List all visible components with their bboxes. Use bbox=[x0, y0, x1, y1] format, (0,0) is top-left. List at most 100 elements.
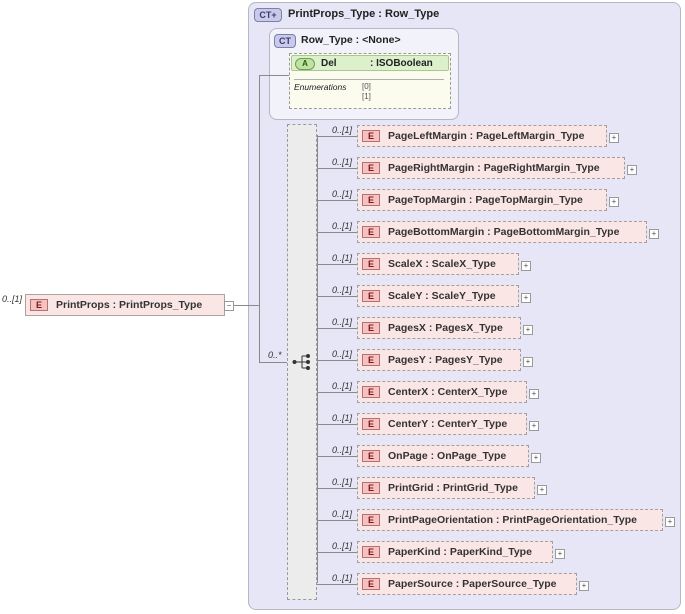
expand-icon[interactable]: + bbox=[521, 293, 531, 303]
expand-icon[interactable]: + bbox=[609, 133, 619, 143]
outer-type-title: PrintProps_Type : Row_Type bbox=[288, 8, 440, 20]
enum-value-0: [0] bbox=[362, 82, 371, 91]
element-label: PrintPageOrientation : PrintPageOrientat… bbox=[388, 514, 637, 526]
element-cardinality: 0..[1] bbox=[332, 477, 353, 487]
connector bbox=[317, 520, 357, 521]
collapse-icon[interactable]: − bbox=[224, 301, 234, 311]
element-cardinality: 0..[1] bbox=[332, 413, 353, 423]
element-badge: E bbox=[362, 354, 380, 366]
element-label: ScaleX : ScaleX_Type bbox=[388, 258, 496, 270]
expand-icon[interactable]: + bbox=[665, 517, 675, 527]
connector bbox=[259, 75, 289, 76]
expand-icon[interactable]: + bbox=[555, 549, 565, 559]
element-cardinality: 0..[1] bbox=[332, 573, 353, 583]
element-badge: E bbox=[362, 194, 380, 206]
element-label: CenterX : CenterX_Type bbox=[388, 386, 508, 398]
element-paper-source[interactable]: E PaperSource : PaperSource_Type bbox=[357, 573, 577, 595]
element-label: PageLeftMargin : PageLeftMargin_Type bbox=[388, 130, 585, 142]
element-name: PrintPageOrientation bbox=[388, 514, 494, 526]
element-center-x[interactable]: E CenterX : CenterX_Type bbox=[357, 381, 527, 403]
element-badge: E bbox=[362, 546, 380, 558]
expand-icon[interactable]: + bbox=[523, 325, 533, 335]
element-name: PageLeftMargin bbox=[388, 130, 467, 142]
expand-icon[interactable]: + bbox=[531, 453, 541, 463]
expand-icon[interactable]: + bbox=[537, 485, 547, 495]
expand-icon[interactable]: + bbox=[579, 581, 589, 591]
element-name: PrintGrid bbox=[388, 482, 434, 494]
element-name: PagesX bbox=[388, 322, 426, 334]
connector bbox=[317, 360, 357, 361]
element-type: PaperKind_Type bbox=[449, 546, 532, 558]
connector bbox=[317, 168, 357, 169]
connector bbox=[317, 264, 357, 265]
root-element-printprops[interactable]: E PrintProps : PrintProps_Type bbox=[25, 294, 225, 316]
element-type: PaperSource_Type bbox=[462, 578, 557, 590]
expand-icon[interactable]: + bbox=[529, 421, 539, 431]
element-badge: E bbox=[362, 258, 380, 270]
element-badge: E bbox=[30, 299, 48, 311]
expand-icon[interactable]: + bbox=[529, 389, 539, 399]
element-label: PaperKind : PaperKind_Type bbox=[388, 546, 532, 558]
element-scale-x[interactable]: E ScaleX : ScaleX_Type bbox=[357, 253, 519, 275]
element-label: PaperSource : PaperSource_Type bbox=[388, 578, 557, 590]
element-badge: E bbox=[362, 578, 380, 590]
connector bbox=[234, 305, 259, 306]
element-cardinality: 0..[1] bbox=[332, 349, 353, 359]
element-name: PaperKind bbox=[388, 546, 441, 558]
element-name: PageTopMargin bbox=[388, 194, 466, 206]
inner-type-title: Row_Type : <None> bbox=[301, 34, 401, 46]
element-name: PaperSource bbox=[388, 578, 453, 590]
connector bbox=[317, 296, 357, 297]
element-cardinality: 0..[1] bbox=[332, 445, 353, 455]
element-name: PageBottomMargin bbox=[388, 226, 485, 238]
element-name: PageRightMargin bbox=[388, 162, 475, 174]
attribute-type: : ISOBoolean bbox=[370, 58, 433, 69]
expand-icon[interactable]: + bbox=[649, 229, 659, 239]
element-cardinality: 0..[1] bbox=[332, 189, 353, 199]
element-label: PagesY : PagesY_Type bbox=[388, 354, 503, 366]
element-name: OnPage bbox=[388, 450, 428, 462]
element-type: OnPage_Type bbox=[437, 450, 507, 462]
element-label: PageRightMargin : PageRightMargin_Type bbox=[388, 162, 600, 174]
element-type: PageTopMargin_Type bbox=[475, 194, 583, 206]
connector bbox=[317, 328, 357, 329]
element-badge: E bbox=[362, 514, 380, 526]
connector bbox=[259, 75, 260, 362]
attribute-del[interactable]: A Del : ISOBoolean bbox=[291, 55, 449, 71]
element-print-page-orientation[interactable]: E PrintPageOrientation : PrintPageOrienta… bbox=[357, 509, 663, 531]
element-type: PageBottomMargin_Type bbox=[493, 226, 620, 238]
element-name: ScaleX bbox=[388, 258, 423, 270]
attribute-badge: A bbox=[295, 58, 315, 70]
element-name: PagesY bbox=[388, 354, 426, 366]
element-label: PagesX : PagesX_Type bbox=[388, 322, 503, 334]
sequence-icon bbox=[292, 353, 312, 371]
expand-icon[interactable]: + bbox=[523, 357, 533, 367]
expand-icon[interactable]: + bbox=[521, 261, 531, 271]
connector bbox=[317, 135, 318, 583]
inner-type-name: Row_Type bbox=[301, 34, 353, 46]
inner-type-base: <None> bbox=[362, 34, 401, 46]
element-type: PrintGrid_Type bbox=[442, 482, 518, 494]
element-badge: E bbox=[362, 386, 380, 398]
connector bbox=[317, 136, 357, 137]
expand-icon[interactable]: + bbox=[627, 165, 637, 175]
expand-icon[interactable]: + bbox=[609, 197, 619, 207]
element-pages-y[interactable]: E PagesY : PagesY_Type bbox=[357, 349, 521, 371]
element-type: CenterX_Type bbox=[437, 386, 508, 398]
element-type: ScaleX_Type bbox=[431, 258, 496, 270]
root-cardinality: 0..[1] bbox=[2, 294, 23, 304]
element-cardinality: 0..[1] bbox=[332, 285, 353, 295]
element-paper-kind[interactable]: E PaperKind : PaperKind_Type bbox=[357, 541, 553, 563]
element-badge: E bbox=[362, 482, 380, 494]
element-label: OnPage : OnPage_Type bbox=[388, 450, 507, 462]
connector bbox=[317, 584, 357, 585]
